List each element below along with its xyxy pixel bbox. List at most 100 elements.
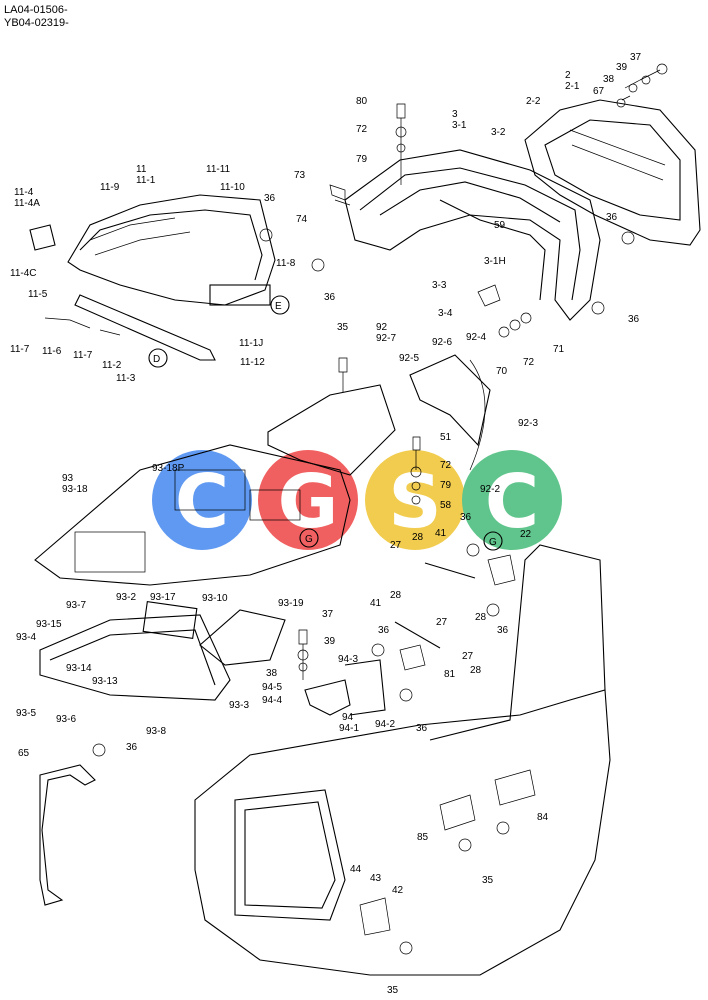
callout-94-3: 94-3 (338, 654, 358, 665)
bolt-36-lower-right (591, 301, 605, 315)
callout-93-2: 93-2 (116, 592, 136, 603)
callout-93-15: 93-15 (36, 619, 62, 630)
callout-36-bracket: 36 (497, 625, 509, 636)
nut-79-mid (411, 481, 421, 491)
callout-11-6: 11-6 (42, 346, 62, 357)
side-panel-part (409, 354, 491, 447)
floor-mat-part (39, 614, 231, 701)
callout-41-top: 41 (435, 528, 447, 539)
line-art (29, 63, 701, 976)
callout-11-4C: 11-4C (10, 268, 37, 279)
nut-71 (520, 312, 532, 324)
callout-2-2: 2-2 (526, 96, 541, 107)
callout-93-19: 93-19 (278, 598, 304, 609)
callout-36-left-mid: 36 (378, 625, 390, 636)
callout-92-4: 92-4 (466, 332, 486, 343)
callout-g-left: G (305, 534, 313, 545)
callout-59: 59 (494, 220, 506, 231)
bolt-35-bottom (399, 941, 413, 955)
bolt-37-head (656, 63, 668, 75)
watermark: C G S C (152, 450, 562, 550)
callout-85: 85 (417, 832, 429, 843)
callout-11-10: 11-10 (220, 182, 245, 193)
callout-11-3: 11-3 (116, 373, 136, 384)
callout-93-18P: 93-18P (152, 463, 185, 474)
callout-3-2: 3-2 (491, 127, 506, 138)
bolt-group-top-right (621, 69, 661, 101)
washer-38-mid (298, 662, 308, 672)
seal-92-2 (469, 359, 486, 471)
callout-d: D (153, 354, 160, 365)
callout-3-1H: 3-1H (484, 256, 506, 267)
bolt-35-right (496, 821, 510, 835)
callout-94-2: 94-2 (375, 719, 395, 730)
bracket-94 (304, 659, 386, 716)
latch-rod (44, 317, 121, 336)
callout-93-3: 93-3 (229, 700, 249, 711)
main-body-cover (194, 689, 611, 976)
callout-37: 37 (630, 52, 642, 63)
callout-28-top: 28 (412, 532, 424, 543)
callout-79-mid: 79 (440, 480, 452, 491)
callout-73: 73 (294, 170, 306, 181)
bolt-35-left (458, 838, 472, 852)
cover-seal-strip (74, 294, 216, 361)
callout-93-4: 93-4 (16, 632, 36, 643)
callout-42: 42 (392, 885, 404, 896)
callout-35-bottom: 35 (387, 985, 399, 996)
callout-11-7-right: 11-7 (73, 350, 93, 361)
guard-frame-part (524, 99, 701, 246)
watermark-letter-g: G (278, 459, 339, 545)
bolt-36-right (621, 231, 635, 245)
callout-36-right: 36 (606, 212, 618, 223)
callout-labels: 37 39 38 67 2 2-1 2-2 80 72 79 3 3-1 3-2… (10, 52, 642, 996)
callout-93-17: 93-17 (150, 592, 176, 603)
callout-37-mid: 37 (322, 609, 334, 620)
bolt-36-lower (399, 688, 413, 702)
callout-94-5: 94-5 (262, 682, 282, 693)
callout-11-1: 11-1 (136, 175, 156, 186)
floor-panel-holes (74, 469, 301, 573)
bolt-36-cover (259, 228, 273, 242)
support-rod-65 (39, 764, 96, 906)
callout-11-7-left: 11-7 (10, 344, 30, 355)
bracket-3-3 (477, 284, 501, 307)
upper-frame-inner (439, 199, 546, 301)
callout-3-4: 3-4 (438, 308, 453, 319)
callout-92-7: 92-7 (376, 333, 396, 344)
callout-circle-e (270, 295, 290, 315)
nut-79-top (396, 143, 406, 153)
upper-frame-part (344, 149, 601, 321)
washer-72-mid (410, 466, 422, 478)
callout-74: 74 (296, 214, 308, 225)
counterweight-upper (429, 544, 606, 741)
gas-springs (394, 562, 476, 649)
callout-28-right: 28 (475, 612, 487, 623)
callout-80: 80 (356, 96, 368, 107)
watermark-letter-c1: C (175, 459, 229, 545)
callout-36-left: 36 (324, 292, 336, 303)
callout-11-4A: 11-4A (14, 198, 40, 209)
callout-27-top: 27 (390, 540, 402, 551)
callout-g-right: G (489, 537, 497, 548)
bolt-36-bracket (486, 603, 500, 617)
callout-11: 11 (136, 164, 147, 175)
callout-circle-g2 (299, 528, 319, 548)
washer-39-mid (297, 649, 309, 661)
bracket-85 (439, 794, 476, 831)
callout-84: 84 (537, 812, 549, 823)
callout-93: 93 (62, 473, 74, 484)
mat-part-93-19 (199, 609, 286, 666)
watermark-letter-c2: C (485, 459, 539, 545)
watermark-circle-yellow (365, 450, 465, 550)
callout-93-5: 93-5 (16, 708, 36, 719)
callout-81: 81 (444, 669, 456, 680)
callout-93-6: 93-6 (56, 714, 76, 725)
callout-11-11: 11-11 (206, 164, 231, 175)
callout-92-2: 92-2 (480, 484, 500, 495)
callout-41-mid: 41 (370, 598, 382, 609)
bolt-80 (396, 103, 406, 185)
callout-11-4: 11-4 (14, 187, 34, 198)
